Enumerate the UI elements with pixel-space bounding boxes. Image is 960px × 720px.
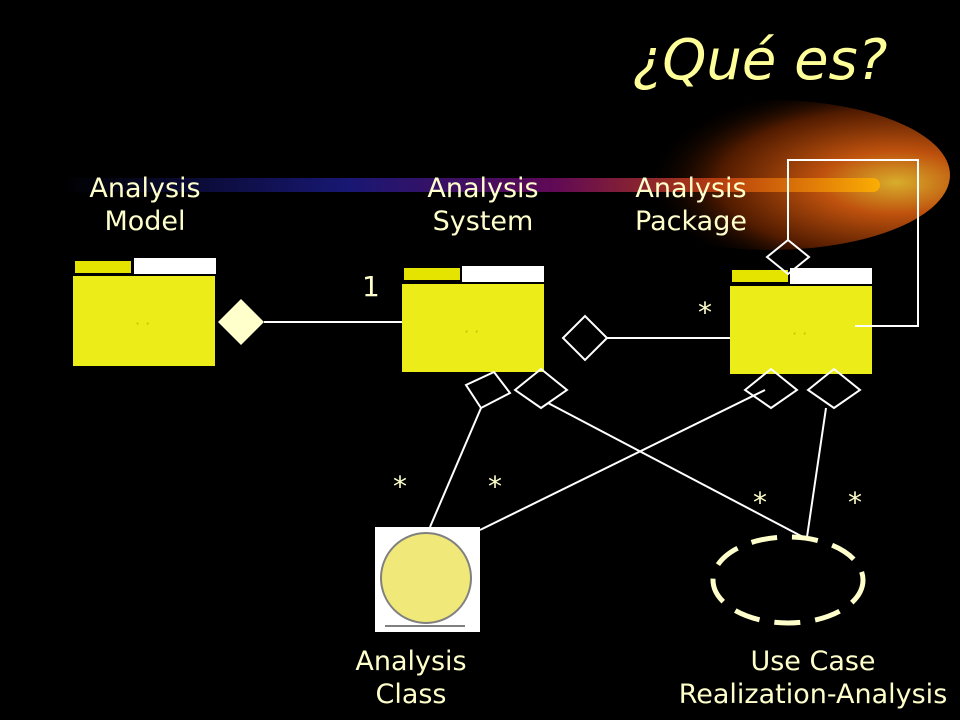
analysis-class-baseline	[385, 625, 465, 627]
package-tab	[404, 268, 462, 280]
package-class-line	[479, 389, 766, 531]
analysis-system-label-line1: Analysis	[427, 173, 539, 204]
multiplicity-class-right: *	[488, 470, 502, 503]
multiplicity-usecase-left: *	[753, 486, 767, 519]
slide-title: ¿Qué es?	[632, 28, 888, 93]
aggregation-diamond-icon	[561, 314, 609, 362]
analysis-class-icon	[375, 527, 480, 632]
package-tab	[732, 270, 790, 282]
aggregation-diamond-icon	[513, 367, 569, 410]
package-usecase-line	[806, 407, 827, 538]
use-case-realization-label-line1: Use Case	[750, 646, 876, 677]
package-body	[73, 276, 215, 366]
use-case-realization-icon	[710, 534, 866, 626]
package-tab-highlight	[462, 266, 544, 282]
analysis-system-label-line2: System	[432, 206, 534, 237]
aggregation-diamond-icon	[806, 367, 862, 410]
analysis-class-label-line2: Class	[375, 679, 447, 710]
analysis-package-label-line1: Analysis	[635, 173, 747, 204]
package-tab	[75, 261, 133, 273]
multiplicity-model-system: 1	[362, 270, 380, 303]
package-tab-highlight	[790, 268, 872, 284]
package-tab-highlight	[134, 258, 216, 274]
analysis-class-label: Analysis Class	[326, 645, 496, 711]
package-self-line	[787, 159, 919, 327]
package-body	[402, 284, 544, 372]
system-usecase-line	[547, 402, 804, 538]
analysis-model-label: Analysis Model	[60, 172, 230, 238]
package-body	[730, 286, 872, 374]
aggregation-diamond-icon	[743, 367, 799, 410]
aggregation-diamond-icon	[464, 370, 512, 410]
analysis-class-label-line1: Analysis	[355, 646, 467, 677]
multiplicity-class-left: *	[393, 470, 407, 503]
analysis-package-label-line2: Package	[635, 206, 747, 237]
analysis-model-label-line2: Model	[104, 206, 186, 237]
system-class-line	[429, 407, 482, 528]
use-case-realization-label: Use Case Realization-Analysis	[668, 645, 958, 711]
composition-diamond-icon	[218, 299, 264, 345]
analysis-package-label: Analysis Package	[606, 172, 776, 238]
multiplicity-system-package: *	[698, 296, 712, 329]
analysis-system-label: Analysis System	[398, 172, 568, 238]
analysis-class-circle	[380, 532, 472, 624]
use-case-realization-label-line2: Realization-Analysis	[678, 679, 948, 710]
multiplicity-usecase-right: *	[848, 486, 862, 519]
analysis-model-label-line1: Analysis	[89, 173, 201, 204]
aggregation-diamond-icon	[765, 238, 811, 276]
